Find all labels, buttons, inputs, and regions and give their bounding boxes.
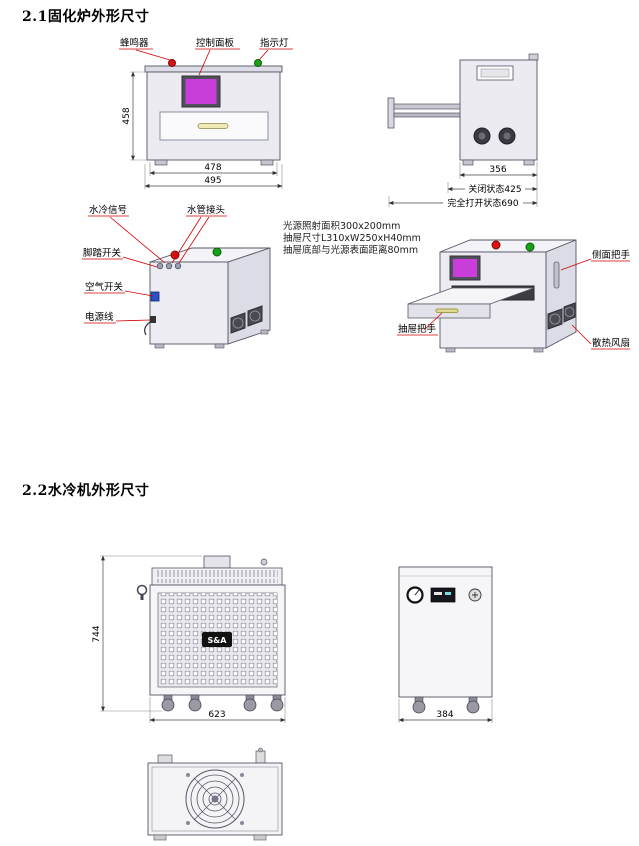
top-fitting	[260, 558, 268, 566]
iso-fan-1	[230, 312, 246, 334]
iso2-green-button	[525, 242, 535, 252]
water-fitting-1	[156, 262, 164, 270]
oven-iso-left-drawing	[144, 247, 271, 349]
air-breaker	[150, 291, 160, 302]
top-valve-left	[157, 754, 173, 764]
oven-side-view: 356 关闭状态425 完全打开状态690	[387, 53, 539, 209]
lifting-eyebolt	[136, 584, 148, 596]
chiller-side-dimensions: 384	[398, 699, 493, 723]
dim-chiller-height: 744	[92, 625, 102, 642]
water-fitting-2	[165, 262, 173, 270]
dim-open-state: 完全打开状态690	[447, 197, 518, 209]
dim-oven-height: 458	[122, 107, 132, 124]
dim-oven-depth: 356	[489, 165, 506, 175]
water-fitting-3	[174, 262, 182, 270]
cooling-fan-1	[547, 308, 563, 330]
chiller-top-view	[147, 747, 283, 841]
drawer-front-plate	[387, 97, 395, 129]
label-cooling-fan: 散热风扇	[592, 337, 630, 349]
side-display	[480, 68, 510, 78]
side-casters	[412, 696, 480, 714]
cooling-fan-2	[563, 302, 576, 323]
section-title-chiller: 2.2水冷机外形尺寸	[22, 483, 150, 499]
power-cord-socket	[150, 316, 156, 323]
oven-front-view: 蜂鸣器 控制面板 指示灯 458 478 495	[119, 37, 293, 189]
label-power-cord: 电源线	[85, 311, 114, 323]
chiller-front-drawing: S&A	[136, 555, 286, 712]
label-side-handle: 侧面把手	[592, 249, 631, 261]
oven-side-dimensions: 356 关闭状态425 完全打开状态690	[388, 162, 538, 209]
drawer-notes: 光源照射面积300x200mm 抽屉尺寸L310xW250xH40mm 抽屉底部…	[283, 221, 421, 257]
label-drawer-handle: 抽屉把手	[398, 323, 437, 335]
iso-fan-2	[247, 305, 263, 327]
label-control-panel: 控制面板	[196, 37, 235, 49]
drawer-rail-bottom	[393, 112, 461, 118]
note-line-3: 抽屉底部与光源表面距离80mm	[283, 245, 419, 256]
iso-green-button	[212, 247, 222, 257]
brand-logo	[202, 632, 232, 647]
oven-front-drawing	[144, 59, 283, 166]
dim-chiller-width: 623	[208, 710, 225, 720]
iso2-red-button	[491, 240, 501, 250]
chiller-top-drawing	[147, 747, 283, 841]
oven-front-dimensions: 458 478 495	[122, 71, 283, 189]
chiller-side-drawing	[398, 566, 493, 714]
note-line-1: 光源照射面积300x200mm	[283, 221, 401, 232]
drawer-slot-handle	[197, 123, 229, 129]
chiller-side-view: 384	[398, 566, 493, 723]
label-indicator: 指示灯	[260, 37, 289, 49]
drawer-yellow-handle	[435, 308, 459, 313]
chiller-front-view: S&A 744 623	[92, 555, 286, 723]
label-water-signal: 水冷信号	[89, 204, 127, 216]
oven-front-callouts: 蜂鸣器 控制面板 指示灯	[119, 37, 293, 76]
top-valve-right	[255, 750, 266, 764]
label-buzzer: 蜂鸣器	[120, 37, 149, 49]
label-foot-switch: 脚踏开关	[83, 247, 122, 259]
iso2-control-screen	[453, 259, 477, 277]
temp-controller	[430, 587, 456, 603]
oven-iso-right-drawing	[407, 239, 577, 353]
section-title-oven: 2.1固化炉外形尺寸	[22, 9, 150, 25]
iso-red-button	[170, 250, 180, 260]
top-vent-slits	[156, 570, 278, 583]
side-handle	[553, 261, 560, 289]
oven-iso-right-view: 侧面把手 抽屉把手 散热风扇	[397, 239, 631, 353]
indicator-green-light	[254, 59, 262, 67]
oven-iso-left-view: 水冷信号 水管接头 脚踏开关 空气开关 电源线	[82, 204, 271, 349]
oven-iso-left-callouts: 水冷信号 水管接头 脚踏开关 空气开关 电源线	[82, 204, 227, 324]
oven-iso-right-callouts: 侧面把手 抽屉把手 散热风扇	[397, 249, 631, 350]
top-fan-grille	[185, 769, 245, 829]
label-pipe-joint: 水管接头	[187, 204, 225, 216]
dim-oven-width-outer: 495	[204, 176, 221, 186]
power-cord-line	[144, 321, 151, 336]
label-air-switch: 空气开关	[85, 281, 124, 293]
top-handle-box	[203, 555, 231, 569]
dim-closed-state: 关闭状态425	[468, 183, 521, 195]
dim-chiller-depth: 384	[436, 710, 453, 720]
dim-oven-width-inner: 478	[204, 163, 221, 173]
note-line-2: 抽屉尺寸L310xW250xH40mm	[283, 233, 421, 244]
drawer-rail-top	[393, 103, 461, 110]
brand-logo-text: S&A	[208, 636, 228, 645]
chiller-front-dimensions: 744 623	[92, 555, 286, 723]
control-screen	[185, 79, 217, 104]
buzzer-red-button	[168, 59, 176, 67]
casters	[161, 694, 284, 712]
oven-side-drawing	[387, 53, 539, 166]
